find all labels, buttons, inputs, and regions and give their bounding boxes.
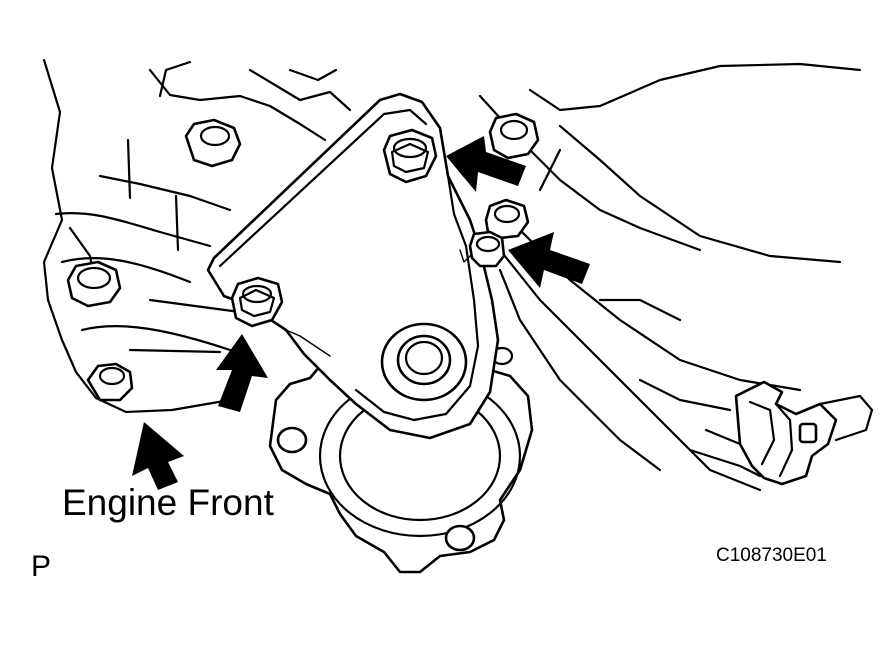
arrow-icon: [446, 136, 526, 192]
arrow-icon: [132, 422, 184, 490]
bracket-bolt-top: [382, 128, 438, 184]
engine-front-label: Engine Front: [62, 482, 274, 523]
view-letter: P: [31, 550, 52, 583]
figure-code: C108730E01: [716, 545, 827, 566]
engine-bolt-heads: [66, 118, 242, 402]
arrow-icon: [508, 232, 590, 288]
bracket-bolt-right: [468, 230, 506, 268]
engine-block: [42, 58, 352, 414]
frame-bolts: [484, 112, 540, 240]
clamp-bracket: [688, 380, 874, 486]
arrow-icon: [216, 334, 268, 412]
mount-bracket: [206, 92, 500, 440]
bracket-bolt-left: [230, 276, 284, 328]
